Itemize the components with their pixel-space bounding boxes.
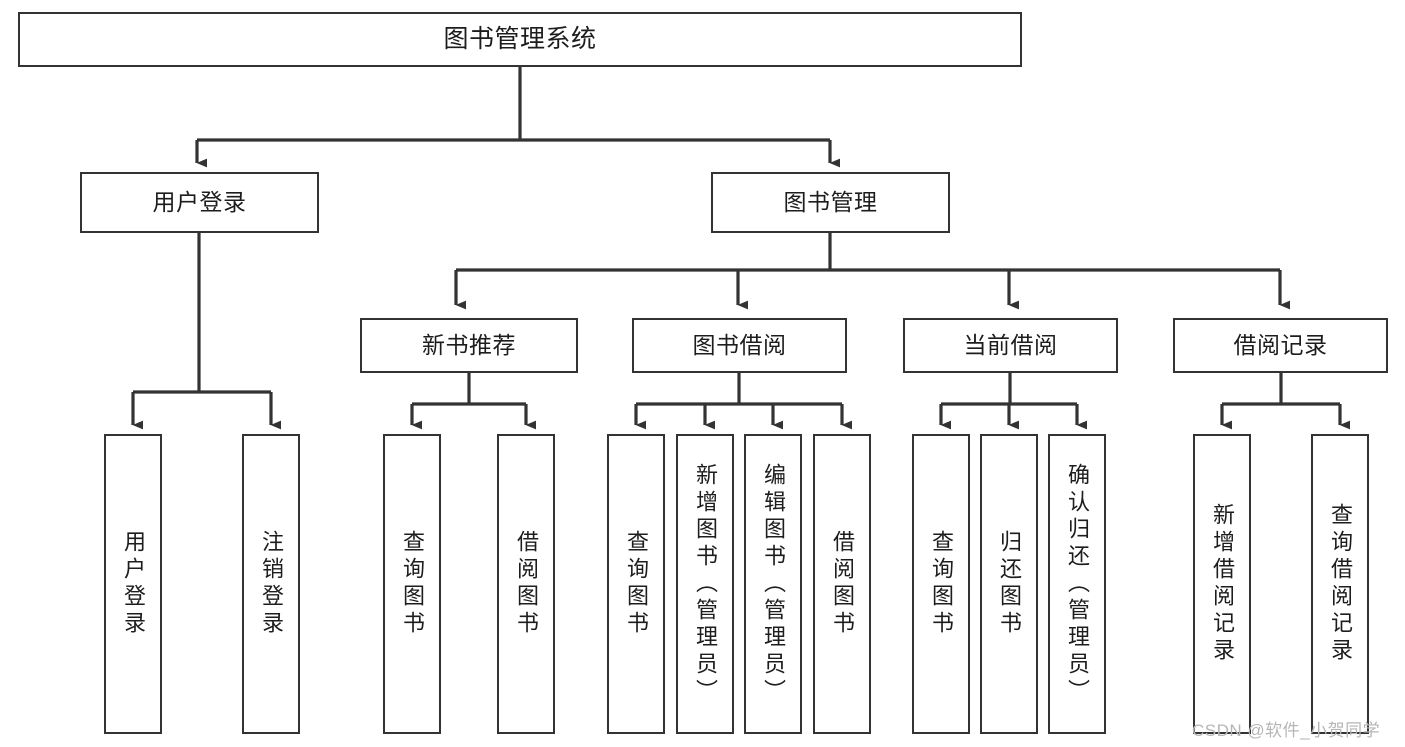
node-label-leaf-query-borrow-record: 查询借阅记录 [1328,503,1353,665]
node-label-leaf-edit-book-admin: 编辑图书（管理员） [761,462,786,706]
node-leaf-query-book-1[interactable]: 查询图书 [383,434,441,734]
node-label-leaf-borrow-book-2: 借阅图书 [830,530,855,638]
node-label-leaf-confirm-return-admin: 确认归还（管理员） [1065,462,1090,706]
node-user-login[interactable]: 用户登录 [80,172,319,233]
node-label-root: 图书管理系统 [443,25,597,54]
node-leaf-add-borrow-record[interactable]: 新增借阅记录 [1193,434,1251,734]
node-label-leaf-add-book-admin: 新增图书（管理员） [693,462,718,706]
node-root-system[interactable]: 图书管理系统 [18,12,1022,67]
node-label-current-borrow: 当前借阅 [963,332,1058,359]
node-label-leaf-query-book-2: 查询图书 [624,530,649,638]
node-borrow-record[interactable]: 借阅记录 [1173,318,1388,373]
node-leaf-confirm-return-admin[interactable]: 确认归还（管理员） [1048,434,1106,734]
node-leaf-edit-book-admin[interactable]: 编辑图书（管理员） [744,434,802,734]
node-leaf-query-book-3[interactable]: 查询图书 [912,434,970,734]
node-label-book-borrow: 图书借阅 [692,332,787,359]
node-label-book-manage: 图书管理 [783,189,878,216]
node-label-leaf-logout-login: 注销登录 [259,530,284,638]
node-label-leaf-add-borrow-record: 新增借阅记录 [1210,503,1235,665]
node-label-user-login: 用户登录 [152,189,247,216]
node-label-borrow-record: 借阅记录 [1233,332,1328,359]
node-leaf-return-book[interactable]: 归还图书 [980,434,1038,734]
node-book-borrow[interactable]: 图书借阅 [632,318,847,373]
node-new-book-recommend[interactable]: 新书推荐 [360,318,578,373]
node-leaf-logout-login[interactable]: 注销登录 [242,434,300,734]
node-leaf-borrow-book-2[interactable]: 借阅图书 [813,434,871,734]
node-label-leaf-query-book-1: 查询图书 [400,530,425,638]
node-current-borrow[interactable]: 当前借阅 [903,318,1118,373]
node-leaf-add-book-admin[interactable]: 新增图书（管理员） [676,434,734,734]
node-label-leaf-query-book-3: 查询图书 [929,530,954,638]
node-leaf-borrow-book-1[interactable]: 借阅图书 [497,434,555,734]
node-book-manage[interactable]: 图书管理 [711,172,950,233]
node-label-leaf-borrow-book-1: 借阅图书 [514,530,539,638]
node-label-new-book-recommend: 新书推荐 [422,332,516,359]
node-leaf-user-login[interactable]: 用户登录 [104,434,162,734]
node-label-leaf-return-book: 归还图书 [997,530,1022,638]
node-leaf-query-book-2[interactable]: 查询图书 [607,434,665,734]
node-leaf-query-borrow-record[interactable]: 查询借阅记录 [1311,434,1369,734]
node-label-leaf-user-login: 用户登录 [121,530,146,638]
